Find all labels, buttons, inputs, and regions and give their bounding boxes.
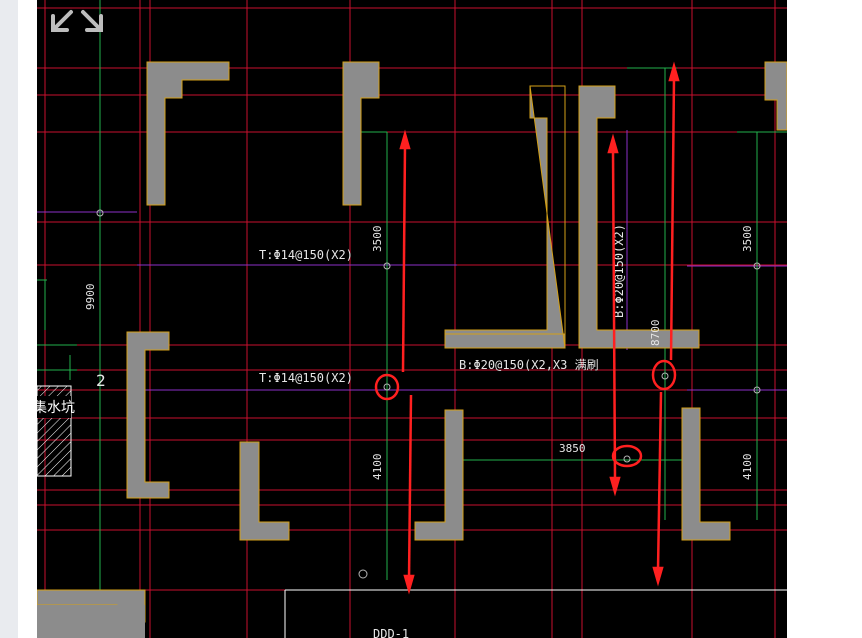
- wall-l-shape-top-right: [764, 61, 787, 131]
- rebar-annotation-bottom-horizontal: B:Φ20@150(X2,X3 满刷: [459, 358, 599, 372]
- dimension-4100-left: 4100: [371, 454, 384, 481]
- dimension-3500-right: 3500: [741, 226, 754, 253]
- axis-lines: [37, 0, 787, 600]
- wall-u-shape-center-left: [444, 85, 566, 349]
- rebar-annotation-top-1: T:Φ14@150(X2): [259, 248, 353, 262]
- wall-l-shape-top-left: [146, 61, 230, 206]
- wall-l-shape-bottom-center: [414, 409, 464, 541]
- bottom-boundary: [284, 589, 787, 638]
- wall-bottom-left-fill: [37, 605, 145, 638]
- wall-l-shape-bottom-right: [681, 407, 731, 541]
- left-panel-strip: [0, 0, 18, 638]
- sump-label-bg: [37, 396, 71, 418]
- dimension-3850: 3850: [559, 442, 586, 455]
- markup-circles: [374, 359, 677, 468]
- wall-l-shape-bottom-left: [239, 441, 290, 541]
- sump-label: 集水坑: [37, 399, 75, 416]
- wall-l-shape-top-mid: [342, 61, 380, 206]
- dimension-8700: 8700: [649, 320, 662, 347]
- rebar-annotation-bottom-vertical: B:Φ20@150(X2): [612, 224, 626, 318]
- markup-arrows: [399, 61, 680, 595]
- right-blank-panel: [787, 0, 862, 638]
- rebar-annotation-top-2: T:Φ14@150(X2): [259, 371, 353, 385]
- wall-u-shape-center-right: [578, 85, 700, 349]
- wall-bracket-left: [126, 331, 170, 499]
- cad-drawing: T:Φ14@150(X2) T:Φ14@150(X2) B:Φ20@150(X2…: [37, 0, 787, 638]
- expand-arrows-icon[interactable]: [47, 2, 107, 38]
- grid-label-2: 2: [96, 371, 106, 390]
- bottom-label: DDD-1: [373, 627, 409, 638]
- grid-nodes: [96, 209, 761, 579]
- dimension-9900: 9900: [84, 284, 97, 311]
- dimension-3500-left: 3500: [371, 226, 384, 253]
- dimension-4100-right: 4100: [741, 454, 754, 481]
- cad-drawing-canvas[interactable]: T:Φ14@150(X2) T:Φ14@150(X2) B:Φ20@150(X2…: [37, 0, 787, 638]
